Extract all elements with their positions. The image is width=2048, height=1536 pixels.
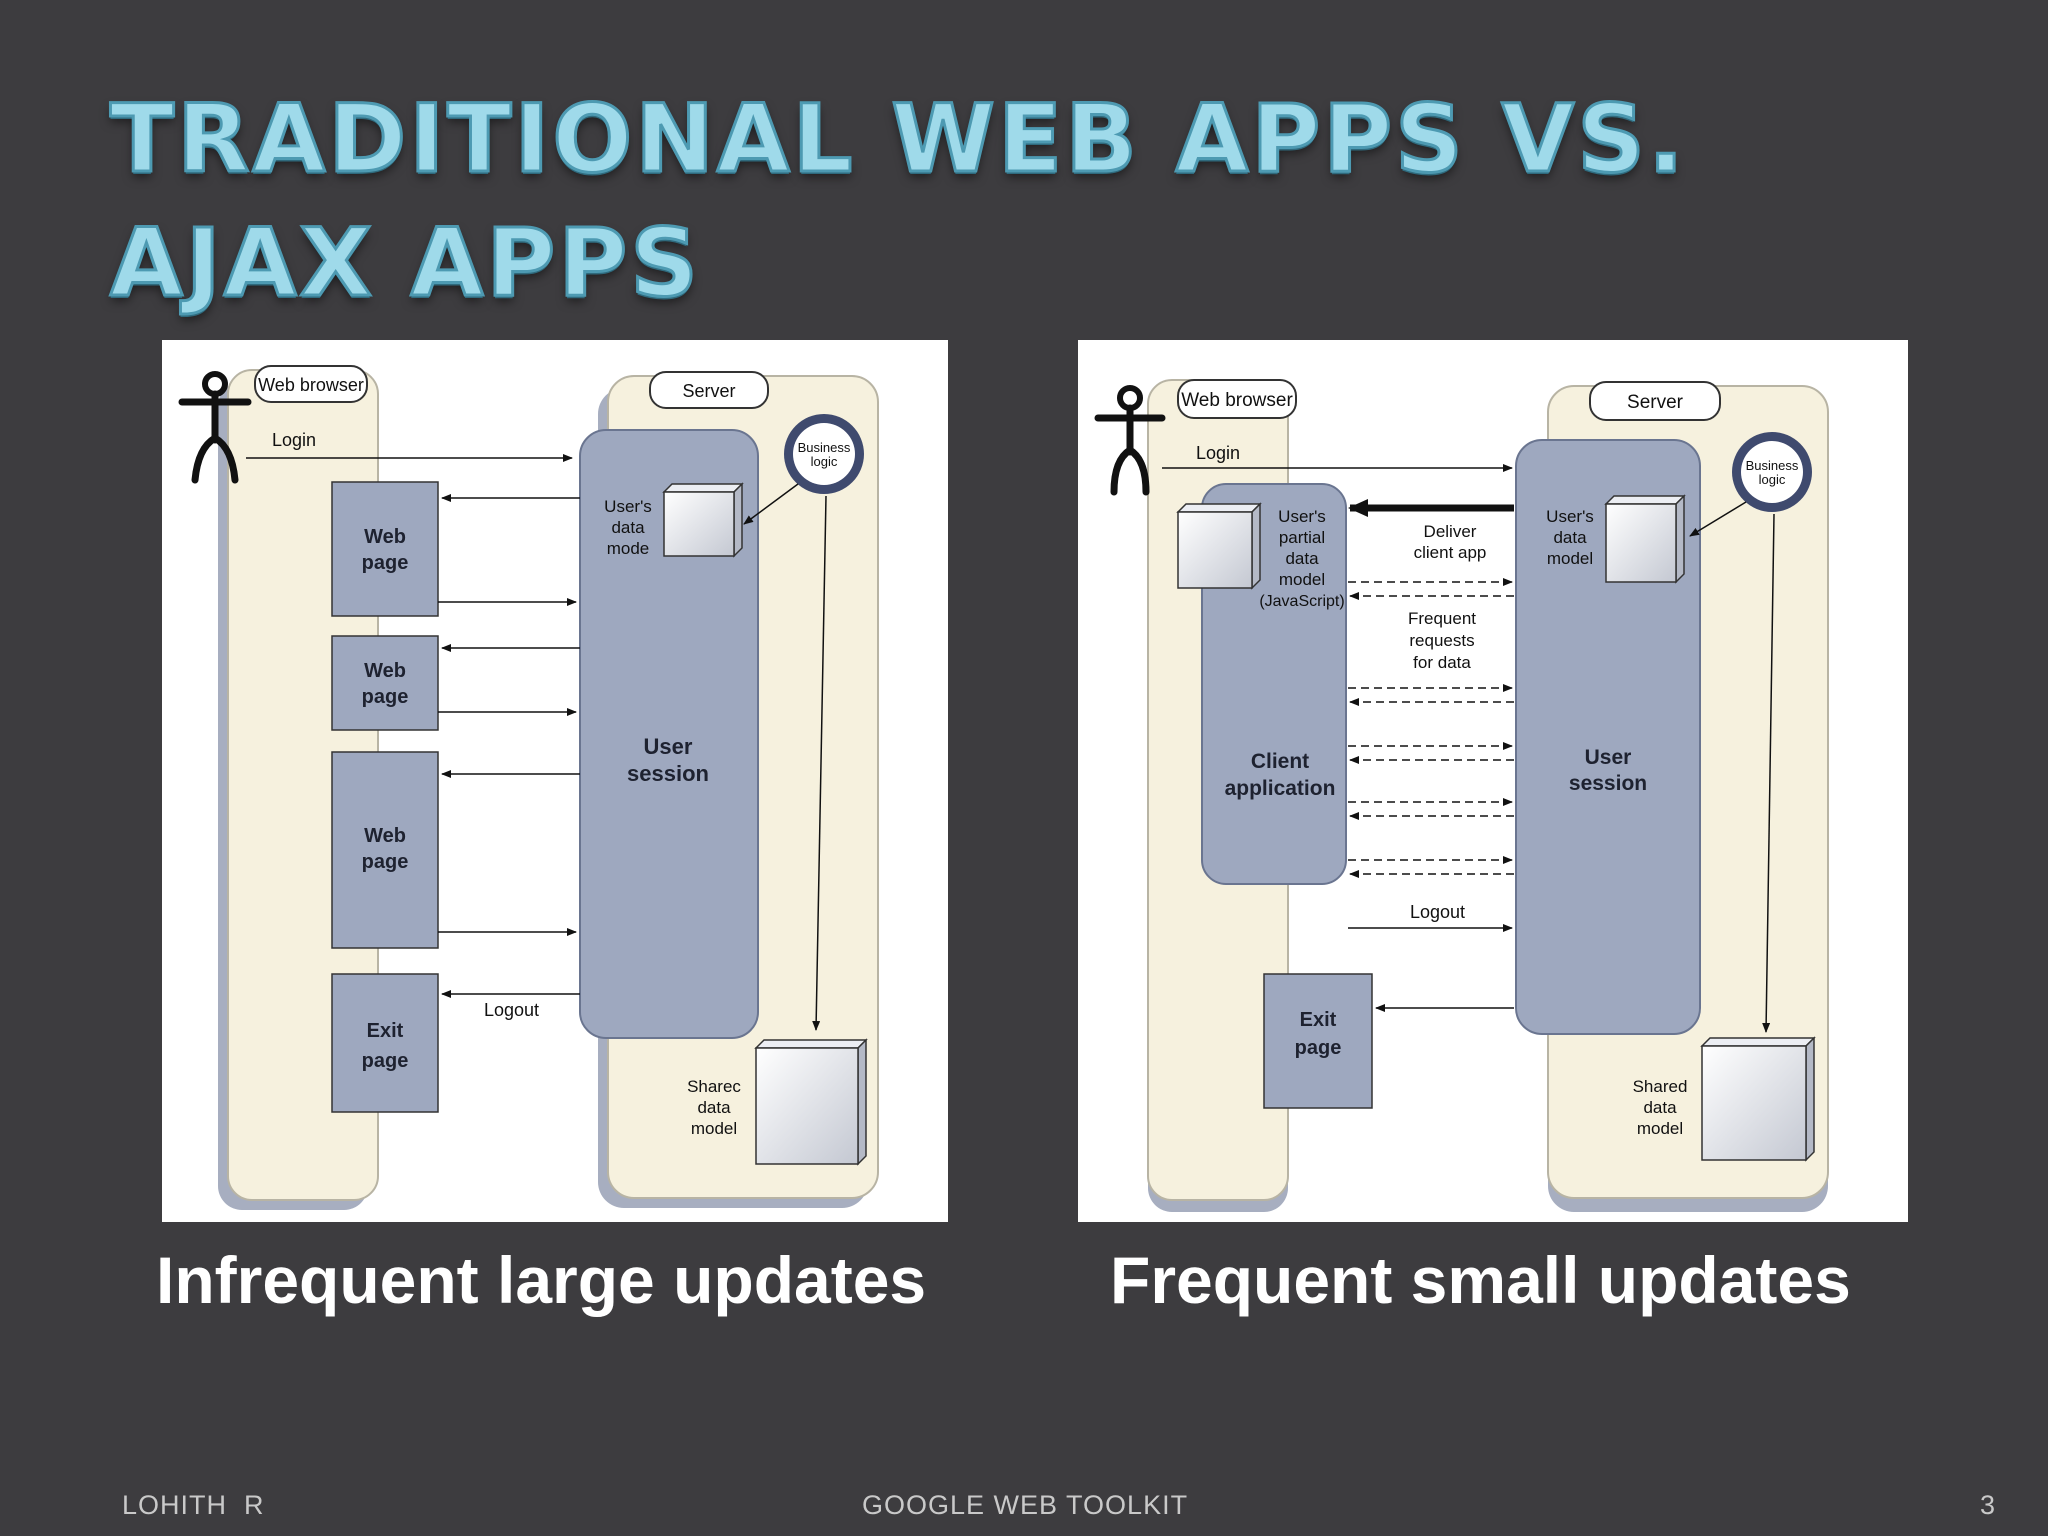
business-logic-icon [1732, 432, 1812, 512]
footer-title: GOOGLE WEB TOOLKIT [862, 1490, 1189, 1520]
shared-data-label-1: Shared [1633, 1077, 1688, 1096]
server-label: Server [1627, 392, 1684, 413]
login-label: Login [1196, 443, 1240, 463]
business-logic-label-2: logic [1759, 472, 1786, 487]
login-label: Login [272, 430, 316, 450]
exit-page-block [331, 973, 439, 1113]
web-page-1-line-2: page [362, 552, 409, 574]
browser-label: Web browser [258, 375, 364, 395]
logout-label: Logout [1410, 902, 1465, 922]
user-data-model-cube-icon [1604, 494, 1686, 584]
user-data-label-2: data [611, 518, 645, 537]
shared-data-label-3: model [691, 1119, 737, 1138]
shared-data-model-cube-icon [1700, 1036, 1816, 1162]
user-figure-icon [178, 371, 252, 484]
user-session-block [1515, 439, 1701, 1035]
web-page-2-line-2: page [362, 686, 409, 708]
deliver-label-1: Deliver [1424, 522, 1477, 541]
server-label-box [1589, 381, 1721, 421]
exit-page-line-2: page [362, 1050, 409, 1072]
business-logic-label-1: Business [1746, 458, 1799, 473]
user-session-block [579, 429, 759, 1039]
browser-label-box [254, 365, 368, 403]
partial-model-label-2: partial [1279, 528, 1325, 547]
user-session-line-1: User [644, 734, 693, 759]
user-data-label-3: mode [607, 539, 650, 558]
footer-author: LOHITH R [122, 1490, 265, 1520]
frequent-label-2: requests [1409, 631, 1474, 650]
user-data-label-2: data [1553, 528, 1587, 547]
logic-to-model-arrow [1689, 501, 1747, 537]
business-logic-icon [784, 414, 864, 494]
client-application-line-1: Client [1251, 750, 1309, 773]
frequent-label-1: Frequent [1408, 609, 1476, 628]
shared-data-label-2: data [697, 1098, 731, 1117]
web-page-3-line-1: Web [364, 825, 406, 847]
browser-label-box [1177, 379, 1297, 419]
business-logic-label-1: Business [798, 440, 851, 455]
frequent-label-3: for data [1413, 653, 1471, 672]
web-page-block-2 [331, 635, 439, 731]
user-figure-icon [1094, 385, 1166, 496]
user-data-label-1: User's [604, 497, 652, 516]
logic-to-model-arrow [743, 483, 799, 525]
user-session-line-2: session [627, 761, 709, 786]
partial-model-label-3: data [1285, 549, 1319, 568]
web-page-1-line-1: Web [364, 526, 406, 548]
right-caption: Frequent small updates [1110, 1243, 1851, 1317]
user-data-model-cube-icon [662, 482, 744, 558]
logic-to-shared-arrow [812, 495, 827, 1031]
partial-model-label-5: (JavaScript) [1259, 593, 1344, 610]
partial-model-label-4: model [1279, 570, 1325, 589]
traditional-web-app-diagram: Web browser Server User session User's d… [162, 340, 948, 1222]
shared-data-model-cube-icon [754, 1038, 868, 1166]
partial-model-label-1: User's [1278, 507, 1326, 526]
user-session-line-2: session [1569, 772, 1647, 795]
web-page-block-3 [331, 751, 439, 949]
exit-page-block [1263, 973, 1373, 1109]
user-data-label-3: model [1547, 549, 1593, 568]
logic-to-shared-arrow [1762, 513, 1775, 1033]
web-page-2-line-1: Web [364, 660, 406, 682]
logout-label: Logout [484, 1000, 539, 1020]
shared-data-label-3: model [1637, 1119, 1683, 1138]
deliver-label-2: client app [1414, 543, 1487, 562]
partial-data-model-cube-icon [1176, 502, 1262, 590]
web-page-3-line-2: page [362, 851, 409, 873]
left-caption: Infrequent large updates [156, 1243, 927, 1317]
ajax-app-diagram: Web browser Server User's partial data m… [1078, 340, 1908, 1222]
web-page-block-1 [331, 481, 439, 617]
shared-data-label-1: Sharec [687, 1077, 741, 1096]
user-session-line-1: User [1585, 746, 1632, 769]
client-application-line-2: application [1225, 777, 1336, 800]
exit-page-line-1: Exit [367, 1020, 404, 1042]
business-logic-label-2: logic [811, 454, 838, 469]
exit-page-line-1: Exit [1300, 1009, 1337, 1031]
server-label-box [649, 371, 769, 409]
exit-page-line-2: page [1295, 1037, 1342, 1059]
user-data-label-1: User's [1546, 507, 1594, 526]
page-number: 3 [1980, 1490, 1997, 1520]
slide-title: TRADITIONAL WEB APPS VS. AJAX APPS [109, 84, 1687, 320]
browser-label: Web browser [1181, 390, 1293, 411]
server-label: Server [682, 381, 735, 401]
shared-data-label-2: data [1643, 1098, 1677, 1117]
